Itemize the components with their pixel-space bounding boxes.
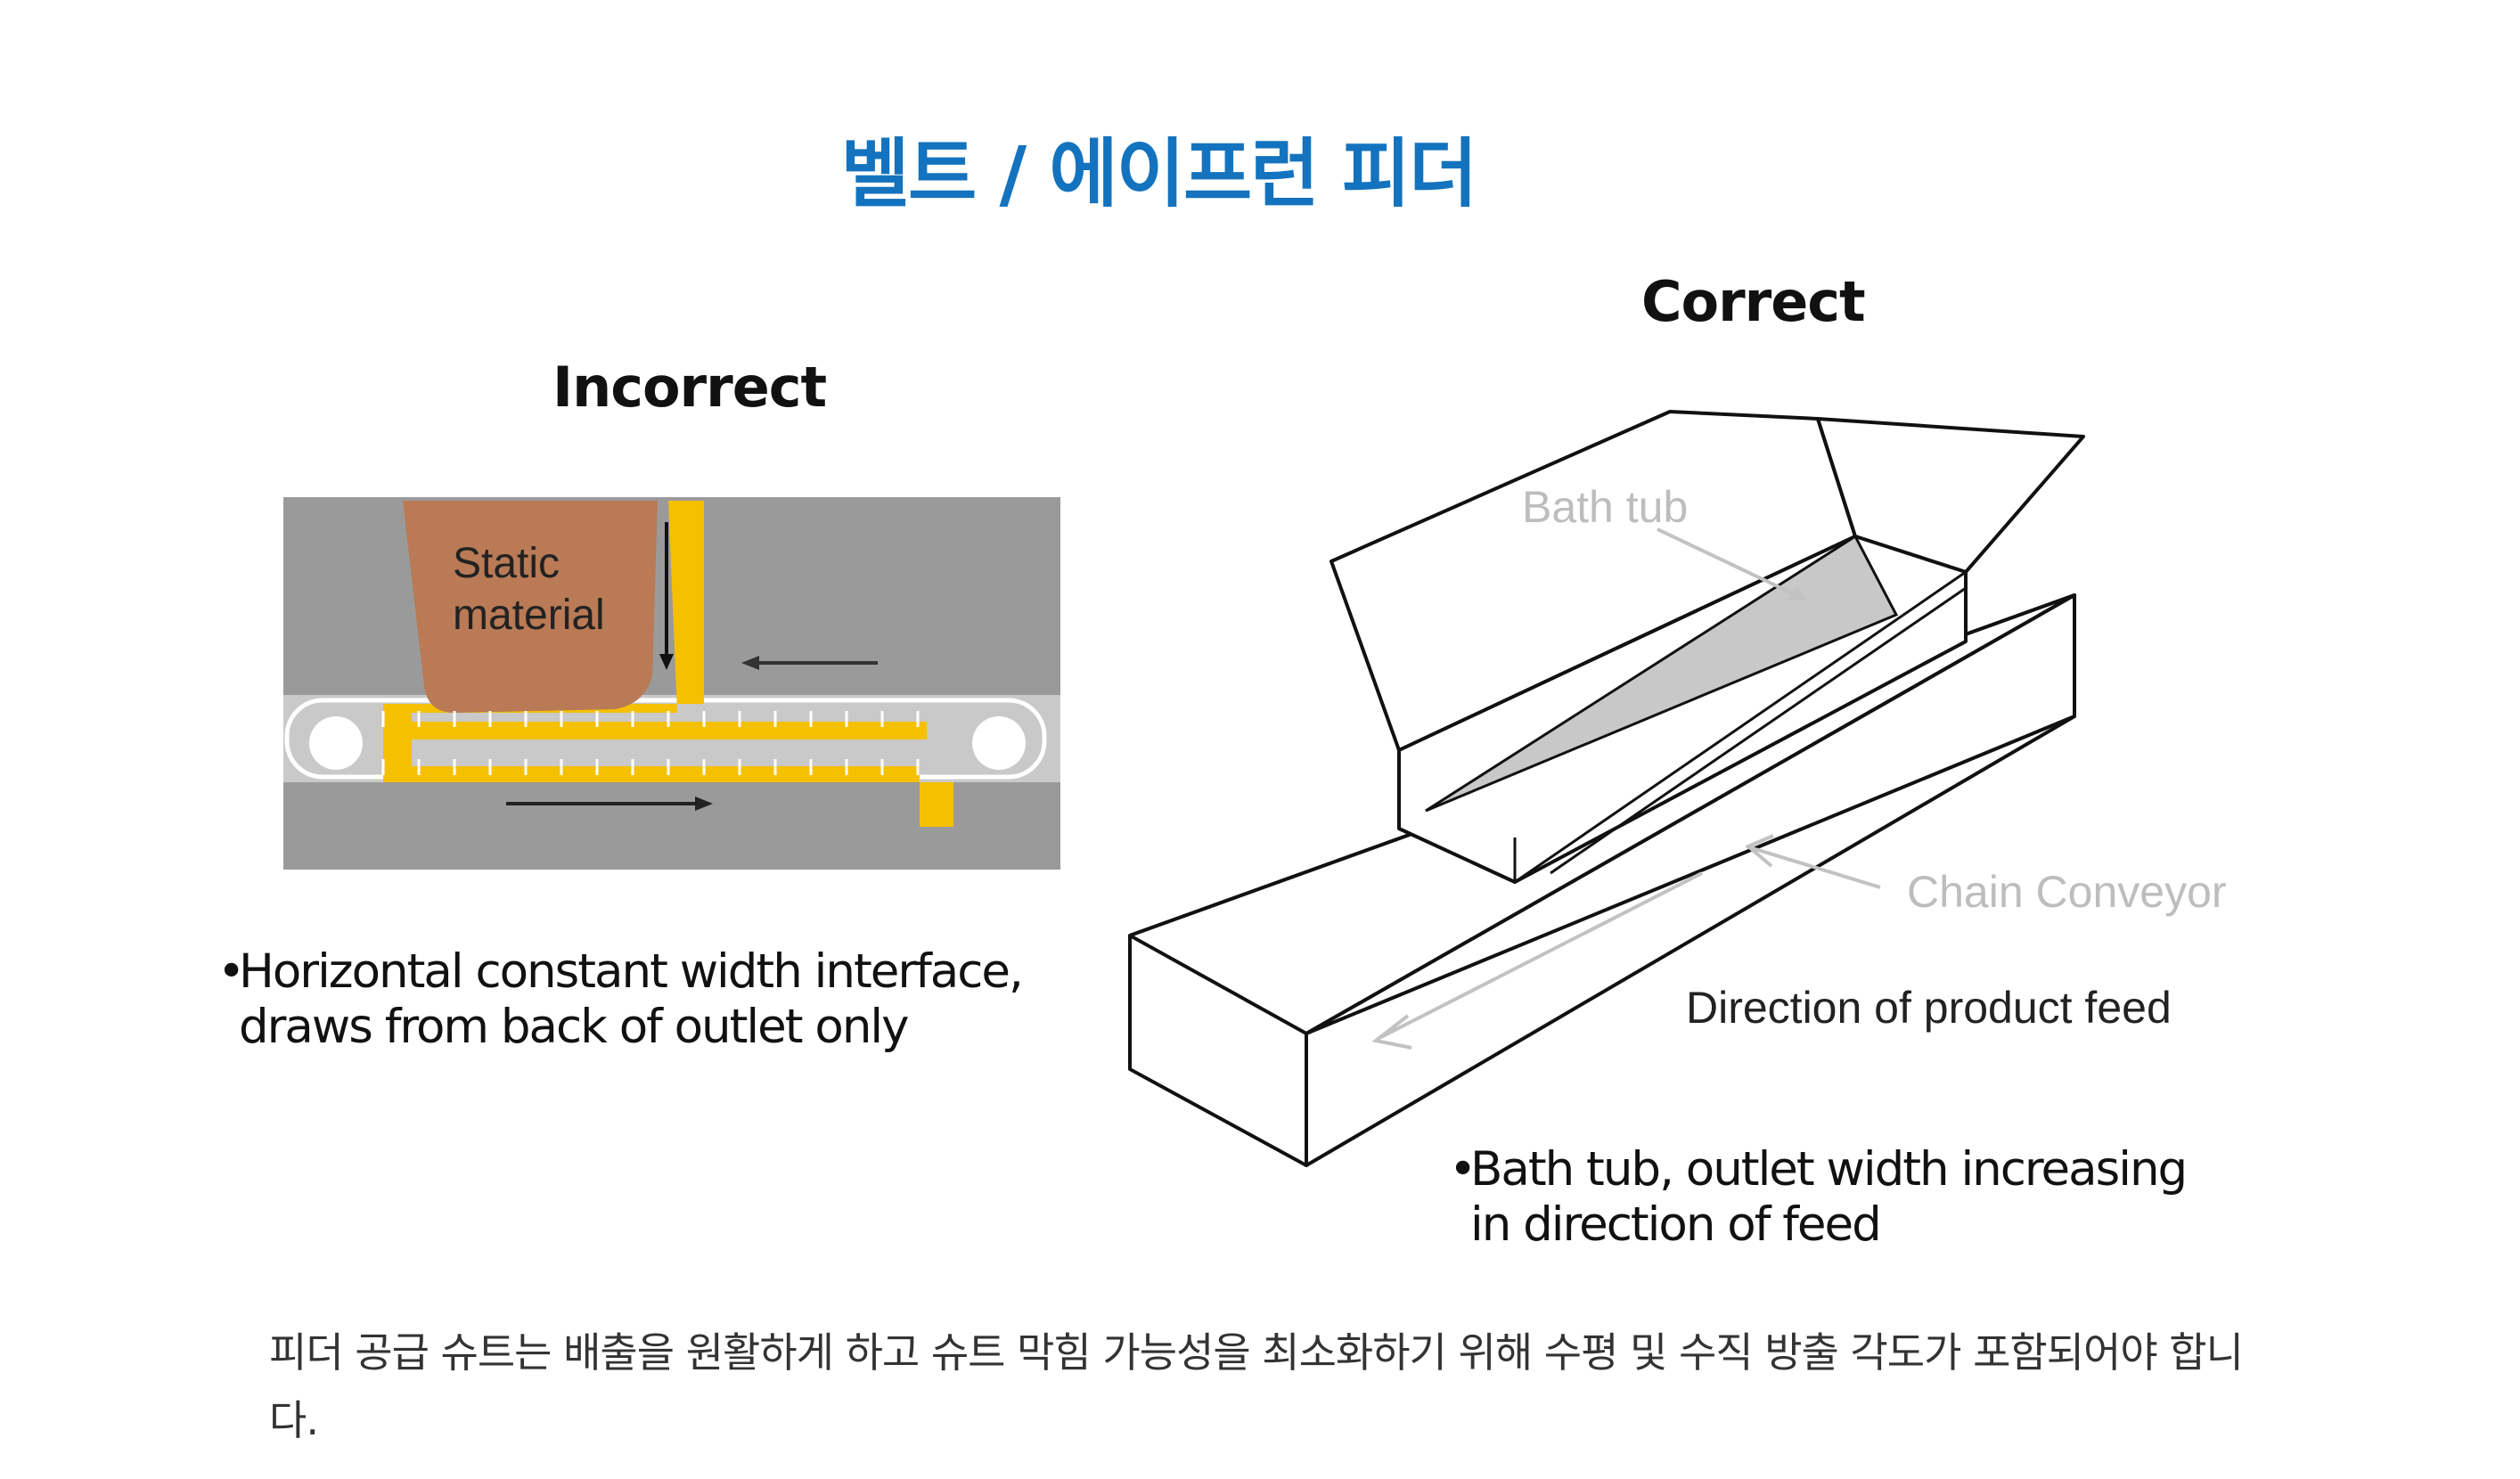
chain-conveyor-label: Chain Conveyor [1907,867,2227,917]
feed-direction-label: Direction of product feed [1686,983,2172,1033]
correct-bullet-line2: in direction of feed [1470,1197,1882,1252]
static-label-line2: material [453,592,605,639]
bath-tub-label: Bath tub [1522,482,1688,532]
correct-heading: Correct [1641,269,1866,334]
pulley-right [972,716,1026,770]
incorrect-bullet-line1: Horizontal constant width interface, [239,944,1024,999]
bath-tub-shade [1425,534,1899,813]
correct-bullet-line1: Bath tub, outlet width increasing [1470,1142,2188,1197]
right-arrow-head [695,797,713,811]
incorrect-bullet-line2: draws from back of outlet only [239,1000,910,1054]
bullet-dot: • [217,944,245,999]
down-arrow-head [659,654,674,670]
static-label-line1: Static [453,540,560,587]
incorrect-bullet: • Horizontal constant width interface, d… [217,944,1148,1055]
bath-tub-arrow [1657,527,1801,599]
incorrect-heading: Incorrect [552,355,827,420]
page-title: 벨트 / 에이프런 피더 [840,130,1478,217]
conveyor-side [1305,593,2076,1167]
bullet-dot: • [1449,1142,1477,1197]
belt-ticks [381,711,920,775]
correct-bullet: • Bath tub, outlet width increasing in d… [1449,1142,2272,1253]
feed-direction-arrow [1377,871,1703,1041]
static-material [403,501,658,713]
footnote: 피더 공급 슈트는 배출을 원활하게 하고 슈트 막힘 가능성을 최소화하기 위… [269,1328,2244,1444]
chain-conveyor-arrow [1746,845,1881,889]
left-arrow-head [741,656,759,670]
pulley-left [309,716,363,770]
